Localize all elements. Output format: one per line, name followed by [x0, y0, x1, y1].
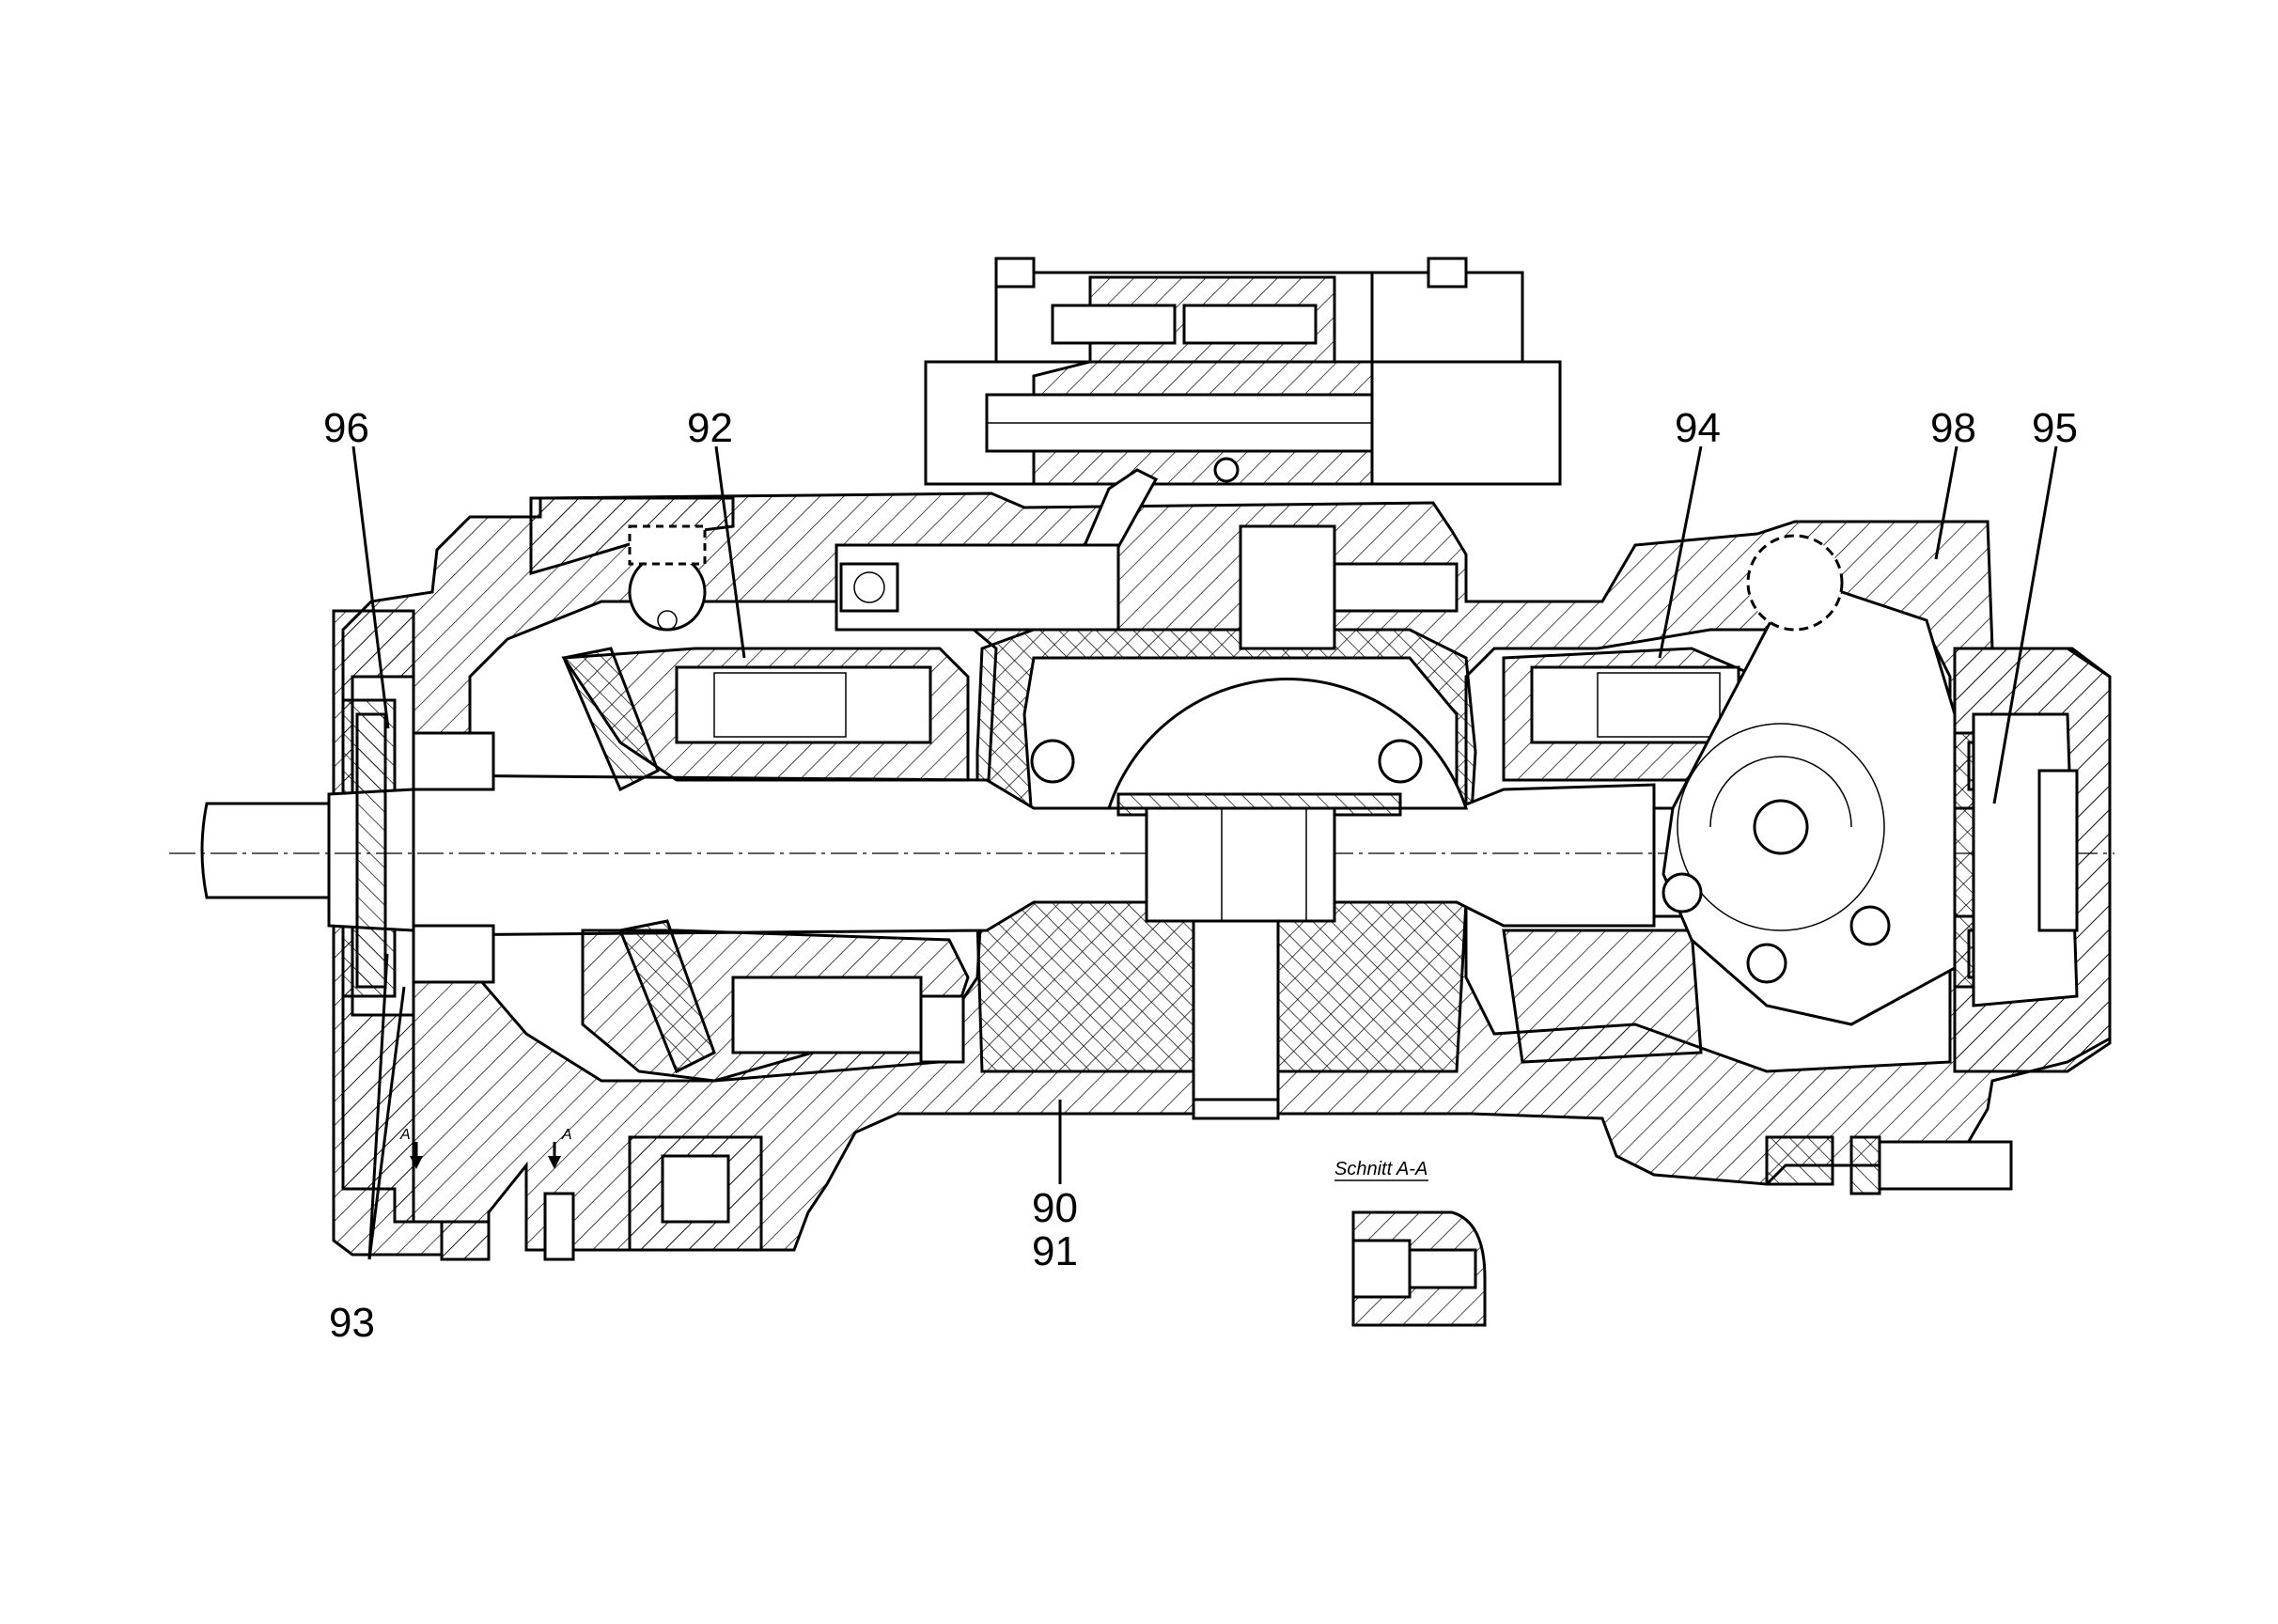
- callout-96: 96: [323, 405, 369, 451]
- section-mark-right: A: [548, 1127, 572, 1169]
- callout-92: 92: [687, 405, 733, 451]
- port-plate: [1030, 678, 1469, 1120]
- section-caption: Schnitt A-A: [1334, 1159, 1428, 1179]
- callout-91: 91: [1032, 1228, 1078, 1274]
- left-rotating-group: [561, 647, 970, 1083]
- leader-lines: [351, 445, 2058, 1260]
- svg-text:A: A: [561, 1127, 572, 1143]
- callout-93: 93: [329, 1300, 375, 1346]
- section-mark-left: A: [399, 1127, 423, 1169]
- right-end-flange: [1953, 647, 2112, 1073]
- section-a-a-detail: [1334, 1179, 1487, 1327]
- callout-95: 95: [2032, 405, 2078, 451]
- svg-text:A: A: [399, 1127, 411, 1143]
- callout-numbers: 96 92 94 98 95 93 90 91: [323, 405, 2078, 1346]
- callout-98: 98: [1930, 405, 1976, 451]
- control-valve-block: [835, 257, 1562, 650]
- callout-90: 90: [1032, 1185, 1078, 1231]
- callout-94: 94: [1675, 405, 1721, 451]
- left-top-cover: [529, 496, 735, 632]
- right-rotating-group: [1502, 534, 1957, 1064]
- bottom-fittings: [543, 1135, 2013, 1261]
